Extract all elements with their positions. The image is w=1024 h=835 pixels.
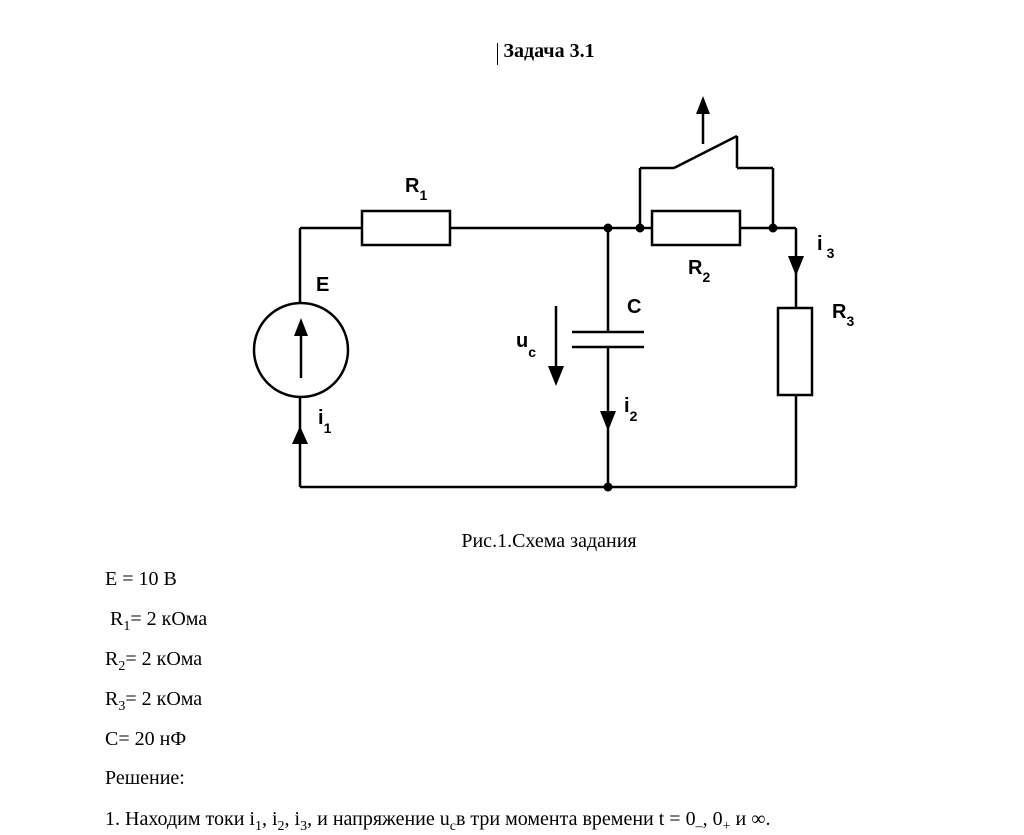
- param-r2: R2= 2 кОма: [105, 648, 203, 674]
- param-c: C= 20 нФ: [105, 728, 187, 750]
- switch-blade: [673, 134, 738, 170]
- source-arrow-head: [294, 318, 308, 336]
- param-r1: R1= 2 кОма: [110, 608, 208, 634]
- label-c: C: [627, 296, 641, 318]
- text-cursor: [497, 43, 498, 65]
- i3-arrow-head: [788, 256, 804, 276]
- resistor-r3: [776, 306, 814, 397]
- junction-node: [635, 223, 645, 233]
- label-e: E: [316, 274, 329, 296]
- label-uc: uc: [516, 330, 536, 360]
- resistor-r1: [360, 209, 452, 247]
- solution-step-1: 1. Находим токи i1, i2, i3, и напряжение…: [105, 808, 771, 834]
- uc-arrow-head: [548, 366, 564, 386]
- switch-action-arrow-head: [696, 96, 710, 114]
- i2-arrow-head: [600, 411, 616, 431]
- param-r3: R3= 2 кОма: [105, 688, 203, 714]
- solution-heading: Решение:: [105, 767, 185, 789]
- label-r3: R3: [832, 301, 854, 329]
- resistor-r2: [650, 209, 742, 247]
- label-i2: i2: [624, 395, 638, 424]
- label-r2: R2: [688, 257, 710, 285]
- junction-node: [603, 482, 613, 492]
- param-e: E = 10 В: [105, 568, 177, 590]
- figure-caption: Рис.1.Схема задания: [461, 530, 637, 552]
- junction-node: [603, 223, 613, 233]
- junction-node: [768, 223, 778, 233]
- task-title: Задача 3.1: [503, 40, 595, 62]
- i1-arrow-head: [292, 426, 308, 444]
- label-i1: i1: [318, 407, 332, 436]
- label-r1: R1: [405, 175, 427, 203]
